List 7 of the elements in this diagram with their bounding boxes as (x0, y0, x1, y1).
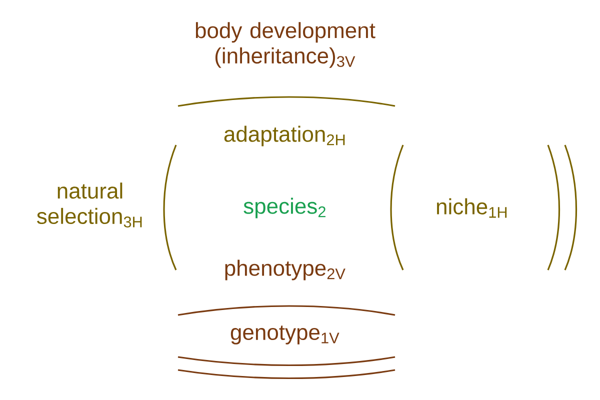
label-text: genotype$_{1V}$ (230, 326, 340, 344)
label-text: body development (inheritance)$_{3V}$ (196, 22, 376, 68)
label-text: adaptation$_{2H}$ (224, 126, 345, 146)
label-text: species$_{2}$ (244, 198, 326, 218)
label-text: natural selection$_{3H}$ (37, 182, 142, 228)
label-text: phenotype$_{2V}$ (225, 260, 346, 280)
label-text: niche$_{1H}$ (437, 198, 507, 218)
